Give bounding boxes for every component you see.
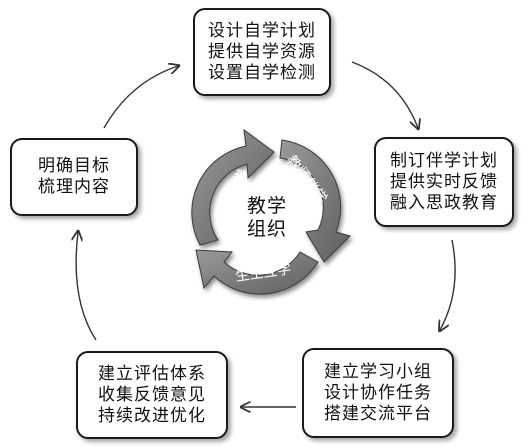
box-left-line-1: 明确目标	[38, 156, 110, 176]
box-bottom-left-line-1: 建立评估体系	[98, 363, 206, 384]
cycle-arrow-right-to-bottom-right	[440, 239, 456, 330]
box-left-line-2: 梳理内容	[38, 177, 110, 197]
center-arrow-self-study	[191, 128, 275, 246]
cycle-arrow-bottom-left-to-left	[76, 232, 97, 341]
box-bottom-right-line-2: 设计协作任务	[324, 382, 432, 403]
box-study-groups: 建立学习小组 设计协作任务 搭建交流平台	[302, 348, 454, 438]
box-top-line-2: 提供自学资源	[208, 41, 316, 62]
box-right-line-1: 制订伴学计划	[390, 150, 498, 171]
box-right-line-3: 融入思政教育	[390, 192, 498, 213]
center-title-line-2: 组织	[246, 218, 287, 240]
center-arrow-teacher-accompany	[279, 139, 351, 263]
box-right-line-2: 提供实时反馈	[390, 171, 498, 192]
box-top-line-3: 设置自学检测	[208, 62, 316, 83]
center-arrow-peer-learning	[195, 249, 319, 295]
box-evaluation-system: 建立评估体系 收集反馈意见 持续改进优化	[76, 351, 228, 439]
box-bottom-left-line-2: 收集反馈意见	[98, 384, 206, 405]
center-arrow-label-peer-learning: 生生互学	[234, 261, 292, 285]
box-bottom-right-line-3: 搭建交流平台	[324, 403, 432, 424]
box-bottom-left-line-3: 持续改进优化	[98, 405, 206, 426]
box-self-study-plan: 设计自学计划 提供自学资源 设置自学检测	[193, 8, 331, 96]
center-title-line-1: 教学	[246, 195, 287, 217]
box-bottom-right-line-1: 建立学习小组	[324, 361, 432, 382]
box-clarify-goals: 明确目标 梳理内容	[10, 138, 138, 216]
box-accompany-plan: 制订伴学计划 提供实时反馈 融入思政教育	[374, 137, 514, 227]
box-top-line-1: 设计自学计划	[208, 20, 316, 41]
cycle-arrow-left-to-top	[103, 66, 178, 129]
center-title: 教学 组织	[239, 195, 295, 241]
cycle-arrow-top-to-right	[351, 61, 418, 128]
